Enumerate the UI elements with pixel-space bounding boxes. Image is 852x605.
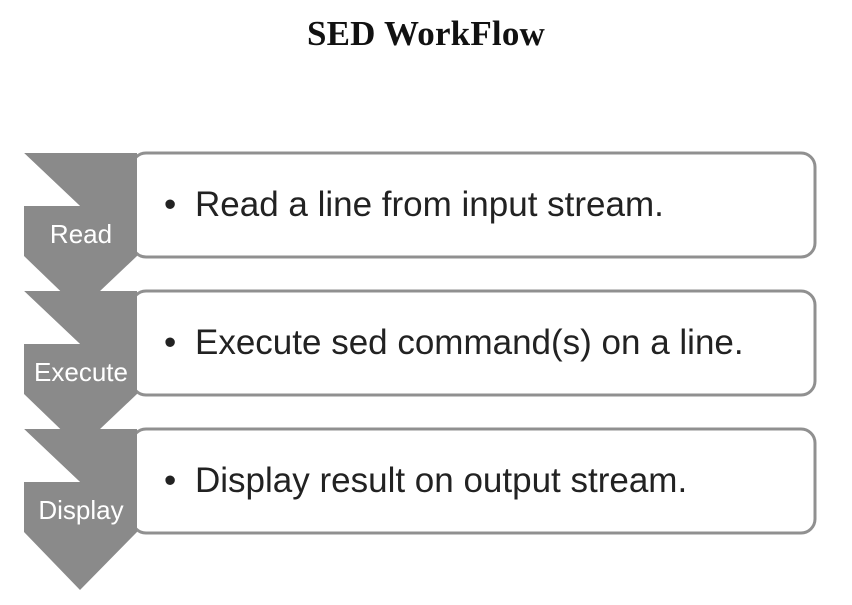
step-display-chevron-notch [24, 429, 80, 482]
step-read: Read • Read a line from input stream. [24, 151, 817, 310]
step-execute-chevron [24, 291, 137, 448]
diagram-title: SED WorkFlow [306, 14, 546, 53]
step-display: Display • Display result on output strea… [24, 427, 817, 590]
step-read-label: Read [50, 219, 112, 249]
step-display-bullet: • [164, 461, 176, 500]
step-display-label: Display [38, 495, 123, 525]
step-execute: Execute • Execute sed command(s) on a li… [24, 289, 817, 448]
step-read-text: Read a line from input stream. [195, 185, 664, 224]
step-read-chevron-notch [24, 153, 80, 206]
step-execute-text: Execute sed command(s) on a line. [195, 323, 744, 362]
step-execute-label: Execute [34, 357, 128, 387]
step-execute-chevron-notch [24, 291, 80, 344]
step-display-text: Display result on output stream. [195, 461, 687, 500]
step-read-bullet: • [164, 185, 176, 224]
step-execute-bullet: • [164, 323, 176, 362]
step-display-chevron [24, 429, 137, 590]
step-read-chevron [24, 153, 137, 310]
